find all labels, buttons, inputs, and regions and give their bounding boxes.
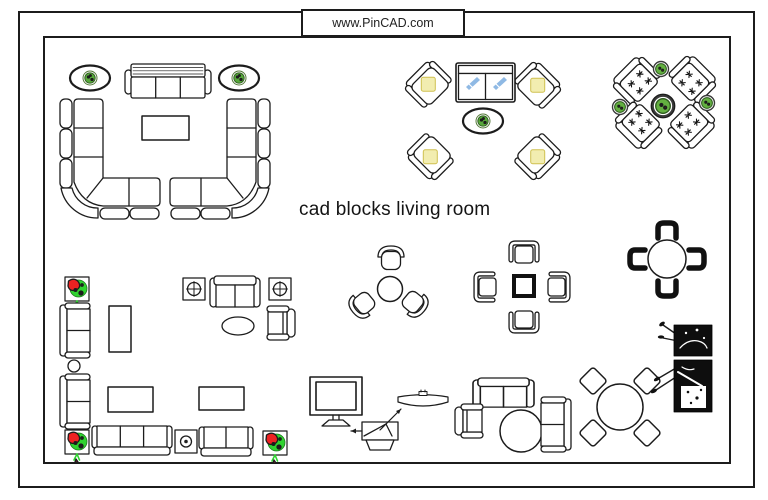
black-chair — [658, 281, 676, 296]
sheet-caption: cad blocks living room — [299, 199, 491, 220]
end-table-crosshair — [182, 277, 206, 301]
black-chair — [689, 250, 704, 268]
dining-set-square-table — [476, 243, 568, 331]
side-stool — [67, 359, 81, 373]
armchair-yellow — [511, 130, 565, 184]
black-decor-panels — [650, 321, 713, 413]
dining-chair — [548, 274, 568, 300]
recliner-with-lamp — [350, 408, 402, 451]
black-chair — [658, 223, 676, 238]
two-seat-sofa-horizontal — [198, 426, 254, 457]
armchair-yellow — [511, 58, 565, 112]
dining-chair — [476, 274, 496, 300]
two-seat-sofa-vertical — [540, 396, 572, 453]
armchair-yellow — [403, 130, 457, 184]
three-seat-sofa — [124, 63, 212, 99]
sofa-set-round-table — [454, 377, 572, 453]
tv-shelf — [397, 389, 449, 407]
round-table — [499, 409, 543, 453]
oval-plant — [68, 64, 112, 92]
three-seat-sofa-horizontal — [91, 425, 173, 456]
two-seat-sofa-vertical — [59, 302, 91, 359]
site-url-label: www.PinCAD.com — [332, 16, 434, 30]
console-table — [108, 305, 132, 353]
loveseat — [209, 275, 261, 308]
speaker-side-table — [174, 429, 198, 454]
potted-plant — [64, 429, 90, 463]
round-plant — [611, 98, 629, 116]
tub-chair — [344, 286, 381, 323]
tv-monitor — [309, 376, 363, 427]
round-plant — [698, 94, 716, 112]
round-side-table — [376, 275, 404, 303]
tub-chair-trio — [344, 245, 433, 323]
potted-plant — [262, 430, 288, 464]
corner-sofa-set — [59, 275, 296, 464]
oval-plant — [461, 107, 505, 135]
rect-table — [107, 386, 154, 413]
armchair — [454, 403, 484, 439]
dining-set-round-table-black-chairs — [630, 223, 704, 296]
room-boundary — [43, 36, 731, 464]
round-table — [647, 239, 687, 279]
patterned-armchair-set — [609, 52, 719, 152]
oval-rug — [221, 316, 255, 336]
round-table — [596, 383, 644, 431]
loveseat — [472, 377, 535, 408]
armchair — [266, 305, 296, 341]
dining-chair — [511, 243, 537, 263]
sectional-sofa-set — [59, 63, 271, 220]
armchair-yellow — [401, 57, 455, 111]
two-seat-sofa-vertical — [59, 373, 91, 430]
coffee-table — [141, 115, 190, 141]
round-plant — [652, 60, 670, 78]
dining-set-diamond-chairs — [578, 366, 662, 448]
rect-table — [198, 386, 245, 411]
loveseat-blue-pillows — [455, 62, 516, 103]
oval-plant — [217, 64, 261, 92]
armchair-set-yellow — [401, 57, 565, 184]
end-table-crosshair — [268, 277, 292, 301]
site-banner: www.PinCAD.com — [301, 9, 465, 37]
tub-chair — [377, 245, 405, 271]
dining-chair — [511, 311, 537, 331]
black-chair — [630, 250, 645, 268]
